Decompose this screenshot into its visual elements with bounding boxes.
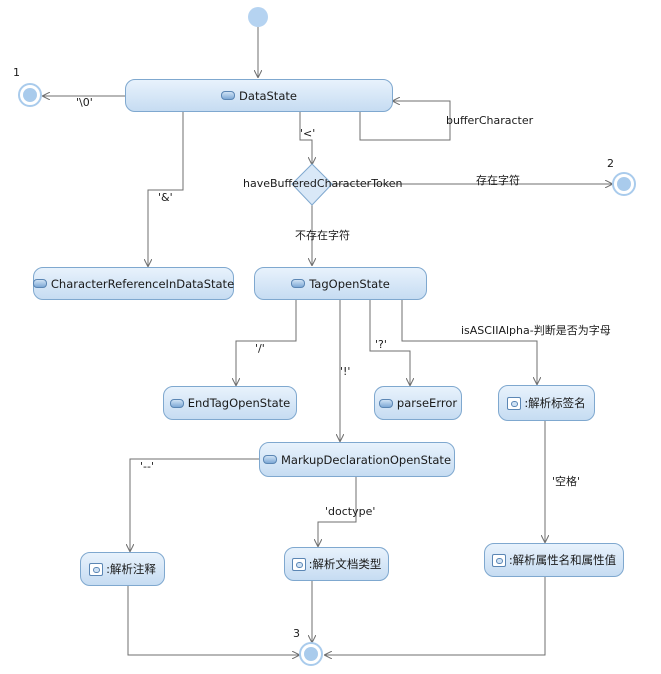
label-amp: '&': [158, 191, 173, 204]
state-label: :解析属性名和属性值: [508, 553, 617, 567]
decision-label: haveBufferedCharacterToken: [243, 177, 403, 190]
label-question: '?': [375, 338, 387, 351]
label-buffer-character: bufferCharacter: [446, 114, 534, 127]
label-is-ascii-alpha: isASCIIAlpha-判断是否为字母: [461, 324, 611, 337]
label-null-char: '\0': [76, 96, 93, 109]
final-node-1-label: 1: [13, 66, 20, 79]
decision-diamond: [291, 163, 333, 206]
state-end-tag-open[interactable]: EndTagOpenState: [163, 386, 297, 420]
edge-tagopen-to-parseerror: [369, 300, 410, 385]
state-parse-attributes[interactable]: :解析属性名和属性值: [484, 543, 624, 577]
state-label: :解析标签名: [524, 396, 586, 410]
state-label: :解析注释: [106, 562, 156, 576]
label-slash: '/': [255, 342, 265, 355]
edge-datastate-to-charref: [148, 112, 184, 266]
state-label: TagOpenState: [309, 276, 390, 291]
state-icon: [262, 455, 277, 464]
label-no-chars: 不存在字符: [295, 229, 350, 242]
state-icon: [378, 398, 393, 408]
state-tag-open[interactable]: TagOpenState: [254, 267, 427, 300]
final-node-1[interactable]: [18, 83, 42, 107]
final-node-3-label: 3: [293, 627, 300, 640]
initial-node[interactable]: [248, 7, 268, 27]
composite-state-icon: [507, 396, 522, 410]
composite-state-icon: [89, 562, 104, 576]
state-icon: [32, 279, 47, 288]
state-label: MarkupDeclarationOpenState: [280, 452, 452, 467]
final-node-3[interactable]: [299, 642, 323, 666]
edge-markupdecl-to-doctype: [318, 477, 357, 546]
label-bang: '!': [340, 365, 351, 378]
state-icon: [169, 398, 184, 408]
edge-comment-to-final3: [127, 586, 299, 655]
state-label: parseError: [396, 396, 458, 410]
label-dash-dash: '--': [140, 460, 154, 473]
state-label: :解析文档类型: [308, 557, 382, 571]
state-parse-comment[interactable]: :解析注释: [80, 552, 165, 586]
final-node-2-label: 2: [607, 157, 614, 170]
state-parse-doctype[interactable]: :解析文档类型: [284, 547, 389, 581]
final-node-2[interactable]: [612, 172, 636, 196]
state-data-state[interactable]: DataState: [125, 79, 393, 112]
composite-state-icon: [491, 553, 506, 567]
edge-attr-to-final3: [325, 577, 546, 655]
label-has-chars: 存在字符: [476, 174, 520, 187]
state-label: EndTagOpenState: [187, 396, 291, 410]
state-icon: [291, 279, 306, 288]
label-doctype: 'doctype': [325, 505, 376, 518]
label-space: '空格': [552, 475, 581, 488]
edge-tagopen-to-tagname: [401, 300, 537, 384]
state-parse-tag-name[interactable]: :解析标签名: [498, 385, 595, 421]
state-parse-error[interactable]: parseError: [374, 386, 462, 420]
state-label: DataState: [239, 88, 297, 103]
edge-datastate-self-loop: [359, 101, 451, 141]
state-label: CharacterReferenceInDataState: [50, 276, 235, 291]
edge-markupdecl-to-comment: [130, 458, 259, 551]
state-markup-declaration-open[interactable]: MarkupDeclarationOpenState: [259, 442, 455, 477]
state-icon: [221, 91, 236, 100]
edge-datastate-to-decision: [299, 112, 312, 164]
composite-state-icon: [291, 557, 306, 571]
edge-tagopen-to-endtag: [236, 300, 297, 385]
state-character-reference[interactable]: CharacterReferenceInDataState: [32, 267, 235, 300]
label-lt: '<': [300, 127, 316, 140]
